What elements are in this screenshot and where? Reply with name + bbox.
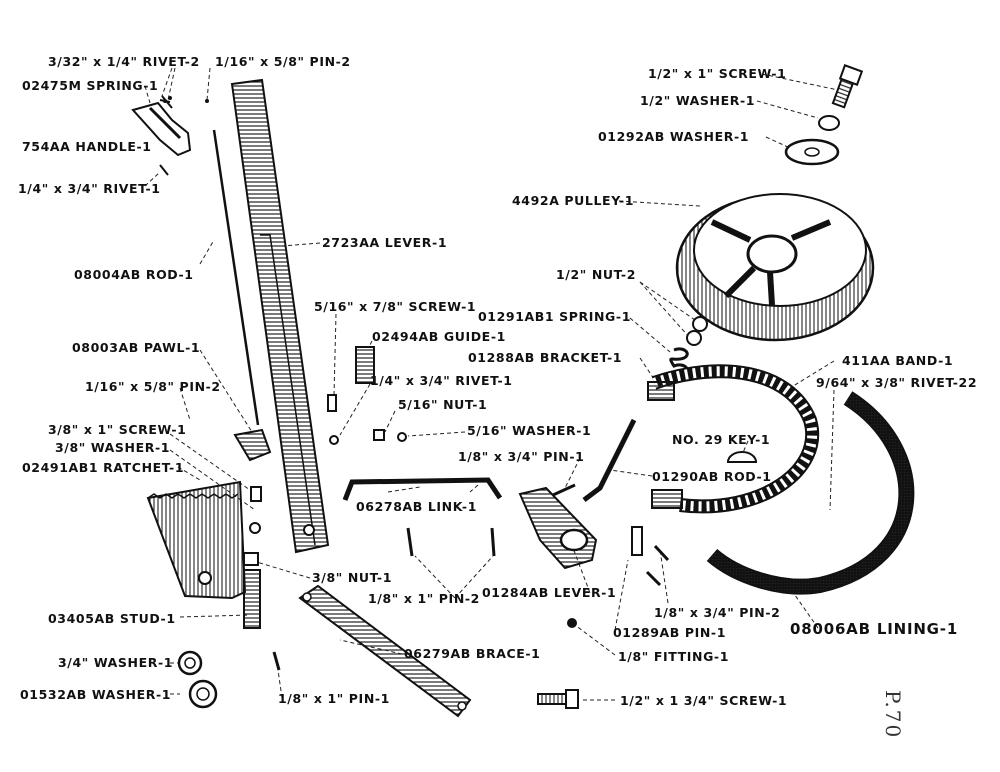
nuts-and-spring [669,316,708,376]
screw-1-2-x-1-3-4-shape [537,689,579,709]
label-washer-3-4: 3/4" WASHER-1 [58,655,174,670]
label-lever-2723aa: 2723AA LEVER-1 [322,235,448,250]
brace-shape [298,584,472,718]
pin-01289ab-shape [631,526,643,556]
page-number: P.70 [881,690,905,740]
label-pin-1-8-x1-b: 1/8" x 1" PIN-1 [278,691,390,706]
lever-2723aa-shape [230,78,330,554]
label-screw-1-2-x1-3-4: 1/2" x 1 3/4" SCREW-1 [620,693,788,708]
label-washer-5-16: 5/16" WASHER-1 [467,423,592,438]
label-pulley-4492a: 4492A PULLEY-1 [512,193,635,208]
label-rivet-1-4-b: 1/4" x 3/4" RIVET-1 [370,373,513,388]
label-nut-5-16: 5/16" NUT-1 [398,397,488,412]
label-band-411aa: 411AA BAND-1 [842,353,954,368]
label-handle-754aa: 754AA HANDLE-1 [22,139,152,154]
label-rivet-9-64: 9/64" x 3/8" RIVET-22 [816,375,978,390]
rod-08004ab-shape [212,129,260,426]
lever-01284ab-shape [518,486,598,570]
pulley-shape [675,193,875,342]
label-nut-1-2: 1/2" NUT-2 [556,267,637,282]
small-fasteners-left [243,394,407,566]
ratchet-shape [146,480,247,600]
label-screw-1-2-x1: 1/2" x 1" SCREW-1 [648,66,787,81]
handle-assembly [131,95,209,176]
label-rivet-3-32: 3/32" x 1/4" RIVET-2 [48,54,200,69]
label-pin-1-8-x3-4-a: 1/8" x 3/4" PIN-1 [458,449,585,464]
label-spring-01291ab1: 01291AB1 SPRING-1 [478,309,631,324]
stud-and-washers [177,569,261,709]
label-key-no29: NO. 29 KEY-1 [672,432,771,447]
label-washer-3-8: 3/8" WASHER-1 [55,440,171,455]
top-right-fasteners [784,64,864,166]
link-shape [342,477,503,501]
label-washer-01532ab: 01532AB WASHER-1 [20,687,172,702]
fitting-shape [567,618,577,628]
label-lining-08006ab: 08006AB LINING-1 [790,620,959,638]
label-brace-06279ab: 06279AB BRACE-1 [404,646,541,661]
label-rod-08004ab: 08004AB ROD-1 [74,267,194,282]
key-shape [726,451,758,463]
label-screw-3-8: 3/8" x 1" SCREW-1 [48,422,187,437]
label-spring-02475m: 02475M SPRING-1 [22,78,159,93]
pawl-shape [233,428,272,462]
label-guide-02494ab: 02494AB GUIDE-1 [372,329,506,344]
label-pin-1-16-b: 1/16" x 5/8" PIN-2 [85,379,221,394]
label-pawl-08003ab: 08003AB PAWL-1 [72,340,201,355]
label-pin-01289ab: 01289AB PIN-1 [613,625,727,640]
label-rivet-1-4-a: 1/4" x 3/4" RIVET-1 [18,181,161,196]
label-bracket-01288ab: 01288AB BRACKET-1 [468,350,623,365]
label-nut-3-8: 3/8" NUT-1 [312,570,393,585]
label-fitting-1-8: 1/8" FITTING-1 [618,649,730,664]
band-shape [647,364,819,514]
label-washer-01292ab: 01292AB WASHER-1 [598,129,750,144]
leader-lines [144,67,839,701]
label-pin-1-16-a: 1/16" x 5/8" PIN-2 [215,54,351,69]
label-lever-01284ab: 01284AB LEVER-1 [482,585,617,600]
label-stud-03405ab: 03405AB STUD-1 [48,611,176,626]
label-pin-1-8-x3-4-b: 1/8" x 3/4" PIN-2 [654,605,781,620]
pins [272,483,670,671]
label-link-06278ab: 06278AB LINK-1 [356,499,478,514]
label-pin-1-8-x1-a: 1/8" x 1" PIN-2 [368,591,480,606]
label-washer-1-2: 1/2" WASHER-1 [640,93,756,108]
guide-shape [355,346,375,384]
label-screw-5-16: 5/16" x 7/8" SCREW-1 [314,299,477,314]
label-rod-01290ab: 01290AB ROD-1 [652,469,772,484]
rod-01290ab-shape [582,418,637,502]
label-ratchet-02491ab1: 02491AB1 RATCHET-1 [22,460,185,475]
